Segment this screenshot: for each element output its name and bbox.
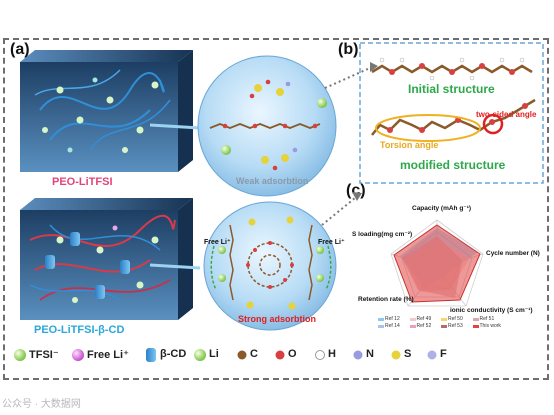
weak-adsorption-label: Weak adsorbtion xyxy=(236,176,309,186)
legend-text: Ref 50 xyxy=(448,316,463,322)
axis-cycle: Cycle number (N) xyxy=(486,250,540,257)
legend-bcd: β-CD xyxy=(160,348,187,360)
legend-c: C xyxy=(250,348,258,360)
radar-legend-item: Ref 12 xyxy=(378,316,408,322)
free-li-label-right: Free Li⁺ xyxy=(318,239,345,246)
axis-conductivity: ionic conductivity (S cm⁻¹) xyxy=(450,307,533,314)
modified-structure-label: modified structure xyxy=(400,158,506,172)
legend-n: N xyxy=(366,348,374,360)
watermark: 公众号 · 大数据网 xyxy=(2,399,81,410)
axis-loading: S loading(mg cm⁻²) xyxy=(352,231,413,238)
box-top-label: PEO-LiTFSI xyxy=(52,176,113,188)
panel-a-label: (a) xyxy=(10,41,30,58)
panel-b-box xyxy=(359,42,544,184)
legend-li: Li xyxy=(209,348,219,360)
legend-tfsi: TFSI⁻ xyxy=(29,349,59,361)
torsion-angle-label: Torsion angle xyxy=(380,140,439,150)
legend-swatch xyxy=(472,317,479,321)
panel-b-label: (b) xyxy=(338,41,359,58)
legend-f: F xyxy=(440,348,447,360)
legend-free-li: Free Li⁺ xyxy=(87,349,129,361)
radar-chart xyxy=(390,219,484,307)
free-li-label-left: Free Li⁺ xyxy=(204,239,231,246)
axis-capacity: Capacity (mAh g⁻¹) xyxy=(412,205,472,212)
initial-structure-label: Initial structure xyxy=(408,82,495,96)
radar-legend-item: Ref 51 xyxy=(472,316,503,322)
radar-legend-item: Ref 14 xyxy=(378,323,408,329)
legend-text: Ref 51 xyxy=(479,316,495,322)
radar-legend: Ref 12 Ref 49 Ref 50 Ref 51 Ref 14 Ref 5… xyxy=(378,316,502,329)
figure-frame xyxy=(3,38,549,380)
box-peo-litfsi xyxy=(20,50,193,172)
legend-text: Ref 53 xyxy=(448,323,463,329)
legend-s: S xyxy=(404,348,412,360)
axis-retention: Retention rate (%) xyxy=(358,296,414,303)
radar-legend-item: This work xyxy=(472,323,503,329)
box-bottom-label: PEO-LiTFSI-β-CD xyxy=(34,324,125,336)
two-sided-angle-label: two-sided angle xyxy=(476,110,537,119)
tfsi-cluster-top xyxy=(249,79,291,99)
legend-swatch xyxy=(409,324,416,328)
legend-o: O xyxy=(288,348,297,360)
radar-legend-item: Ref 49 xyxy=(409,316,440,322)
legend-swatch xyxy=(472,324,479,328)
legend-text: Ref 52 xyxy=(416,323,432,329)
legend-text: Ref 14 xyxy=(385,323,400,329)
legend-swatch xyxy=(441,317,447,321)
radar-legend-item: Ref 50 xyxy=(441,316,471,322)
radar-legend-item: Ref 53 xyxy=(441,323,471,329)
legend-swatch xyxy=(409,317,416,321)
legend-glyphs xyxy=(14,348,437,362)
strong-adsorption-label: Strong adsorbtion xyxy=(238,314,316,324)
legend-swatch xyxy=(378,317,384,321)
legend-text: Ref 12 xyxy=(385,316,400,322)
circle-strong-adsorption xyxy=(203,201,337,331)
radar-legend-item: Ref 52 xyxy=(409,323,440,329)
circle-weak-adsorption xyxy=(197,55,337,197)
legend-text: Ref 49 xyxy=(416,316,432,322)
tfsi-cluster-bottom xyxy=(261,147,298,171)
legend-swatch xyxy=(378,324,384,328)
box-peo-litfsi-bcd xyxy=(20,198,193,320)
legend-swatch xyxy=(441,324,447,328)
legend-text: This work xyxy=(479,323,501,329)
legend-h: H xyxy=(328,348,336,360)
